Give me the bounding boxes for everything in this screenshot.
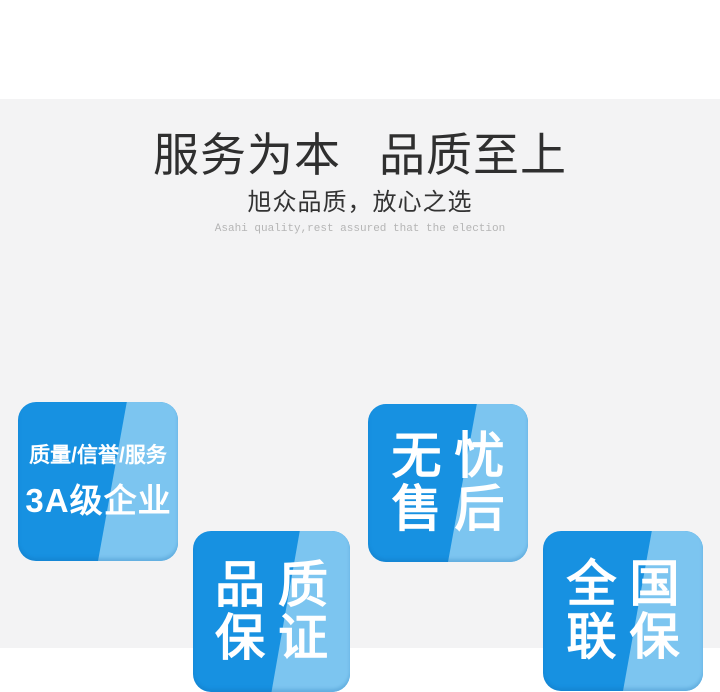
- subtitle: 旭众品质，放心之选: [247, 189, 473, 216]
- badge-line: 售后: [391, 481, 518, 537]
- badge-line: 联保: [566, 609, 693, 665]
- badge-nationwide-warranty: 全国 联保: [543, 531, 703, 691]
- badge-line: 3A级企业: [25, 481, 172, 519]
- tagline-english: Asahi quality,rest assured that the elec…: [214, 222, 506, 235]
- badge-line: 保证: [215, 609, 341, 666]
- badge-quality-guarantee: 品质 保证: [193, 531, 350, 692]
- badge-3a-enterprise: 质量/信誉/服务 3A级企业: [18, 402, 178, 561]
- title-part-service: 服务为本: [153, 129, 341, 181]
- badge-text: 质量/信誉/服务 3A级企业: [18, 402, 178, 561]
- content-band: 服务为本品质至上 旭众品质，放心之选 Asahi quality,rest as…: [0, 99, 720, 692]
- badge-line: 质量/信誉/服务: [29, 443, 167, 467]
- badge-line: 无忧: [391, 428, 518, 484]
- badge-text: 品质 保证: [193, 531, 350, 692]
- title-part-quality: 品质至上: [379, 129, 567, 181]
- badge-text: 全国 联保: [543, 531, 703, 691]
- badge-text: 无忧 售后: [368, 404, 528, 562]
- page-title: 服务为本品质至上: [0, 129, 720, 182]
- badge-line: 全国: [566, 556, 693, 612]
- promo-banner: 服务为本品质至上 旭众品质，放心之选 Asahi quality,rest as…: [0, 99, 720, 692]
- banner-header: 服务为本品质至上 旭众品质，放心之选 Asahi quality,rest as…: [0, 129, 720, 236]
- badge-line: 品质: [215, 556, 341, 613]
- badge-worry-free-aftersales: 无忧 售后: [368, 404, 528, 562]
